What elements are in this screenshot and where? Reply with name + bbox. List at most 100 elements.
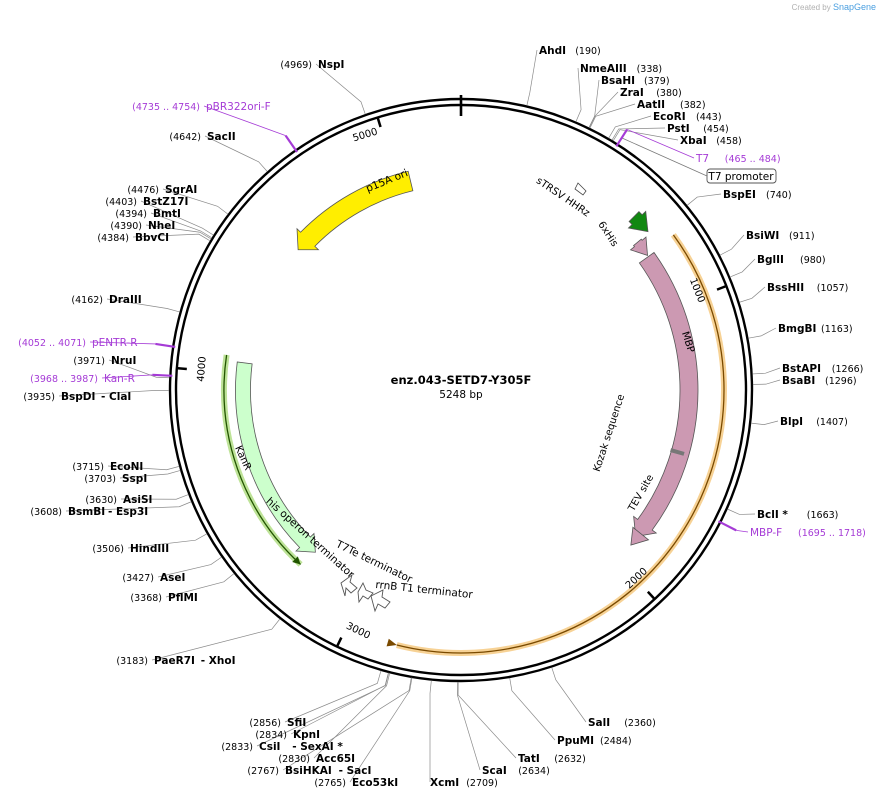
enzyme-position: (4394) <box>115 209 147 220</box>
tick-label: 5000 <box>351 126 379 144</box>
primer-name: pBR322ori-F <box>206 101 271 113</box>
enzyme-paer7i: PaeR7I(3183)- XhoI <box>116 655 235 667</box>
enzyme-position: (4969) <box>280 60 312 71</box>
enzyme-leader-bstapi <box>752 367 781 375</box>
enzyme-leader-bsiwi <box>719 234 745 256</box>
enzyme-position: (1057) <box>817 283 849 294</box>
enzyme-ahdi: AhdI(190) <box>539 45 601 57</box>
feature-label-rrnb: rrnB T1 terminator <box>375 579 474 601</box>
kan-line <box>223 354 302 565</box>
enzyme-leader-sgrai <box>162 188 229 215</box>
enzyme-name: HindIII <box>130 543 169 555</box>
primer-mark-pbr322ori-f <box>284 134 298 153</box>
enzyme-nmeaiii: NmeAIII(338) <box>580 63 662 75</box>
primer-pentr-r: pENTR-R(4052 .. 4071) <box>18 337 137 349</box>
labels: AhdI(190)NmeAIII(338)BsaHI(379)ZraI(380)… <box>18 45 866 789</box>
enzyme-position: (2856) <box>249 718 281 729</box>
enzyme-asisi: AsiSI(3630) <box>85 494 152 506</box>
enzyme-name: NmeAIII <box>580 63 627 75</box>
enzyme-position: (3715) <box>72 462 104 473</box>
enzyme-name: BsiWI <box>746 230 779 242</box>
enzyme-position: (380) <box>656 88 682 99</box>
enzyme-tati: TatI(2632) <box>518 753 586 765</box>
enzyme-nrui: NruI(3971) <box>73 355 136 367</box>
enzyme-leader-ecori <box>608 115 652 139</box>
feature-strsv-hhrz <box>627 210 649 233</box>
enzyme-leader-aatii <box>589 103 636 129</box>
primer-t7: T7(465 .. 484) <box>695 153 781 165</box>
enzyme-extra: - XhoI <box>201 655 236 667</box>
enzyme-leader-sali <box>551 667 587 723</box>
enzyme-name: Acc65I <box>316 753 355 765</box>
primer-mbp-f: MBP-F (1695 .. 1718) <box>750 527 866 539</box>
enzyme-name: BspDI <box>61 391 95 403</box>
enzyme-name: BsiHKAI <box>285 765 332 777</box>
enzyme-name: DraIII <box>109 294 142 306</box>
enzyme-leader-ppumi <box>509 677 556 741</box>
enzyme-name: NspI <box>318 59 344 71</box>
enzyme-aatii: AatII(382) <box>637 99 706 111</box>
enzyme-econi: EcoNI(3715) <box>72 461 143 473</box>
primer-name: MBP-F <box>750 527 782 539</box>
enzyme-bspei: BspEI (740) <box>723 189 792 201</box>
enzyme-position: (4390) <box>110 221 142 232</box>
credit: Created by SnapGene <box>792 2 876 12</box>
enzyme-position: (2360) <box>624 718 656 729</box>
enzyme-position: (3935) <box>23 392 55 403</box>
label-lines <box>58 49 781 783</box>
enzyme-name: XcmI <box>430 777 459 789</box>
primer-position: (4735 .. 4754) <box>132 102 200 113</box>
tick-1000 <box>716 285 726 291</box>
enzyme-position: (2767) <box>247 766 279 777</box>
enzyme-position: (3971) <box>73 356 105 367</box>
enzyme-ecori: EcoRI(443) <box>653 111 722 123</box>
enzyme-leader-bsabi <box>752 379 781 385</box>
enzyme-position: (2834) <box>255 730 287 741</box>
feature-label-strsv: sTRSV HHRz <box>534 176 591 220</box>
enzyme-leader-pflmi <box>165 573 235 598</box>
enzyme-leader-acc65i <box>313 673 391 759</box>
enzyme-leader-bglii <box>730 258 756 278</box>
primer-name: T7 <box>695 153 709 165</box>
enzyme-leader-bsahi <box>588 79 600 128</box>
enzyme-position: (3703) <box>84 474 116 485</box>
primer-leader-pentr-r <box>89 341 156 345</box>
enzyme-position: (3368) <box>130 593 162 604</box>
primer-position: (1695 .. 1718) <box>798 528 866 539</box>
enzyme-name: SgrAI <box>165 184 197 196</box>
enzyme-position: (2484) <box>600 736 632 747</box>
enzyme-leader-eco53ki <box>349 677 413 783</box>
enzyme-leader-paer7i <box>151 618 281 661</box>
enzyme-bsmbi: BsmBI(3608)- Esp3I <box>30 506 148 518</box>
cds-line <box>396 234 725 654</box>
enzyme-position: (740) <box>766 190 792 201</box>
primer-mark-pentr-r <box>155 342 176 348</box>
enzyme-leader-bmgbi <box>748 327 777 339</box>
enzyme-leader-bsmbi <box>65 501 192 512</box>
primer-leader-kan-r <box>101 374 153 379</box>
enzyme-name: XbaI <box>680 135 707 147</box>
enzyme-name: BssHII <box>767 282 804 294</box>
enzyme-extra: - Esp3I <box>108 506 148 518</box>
feature-kanr <box>235 361 316 553</box>
enzyme-position: (382) <box>680 100 706 111</box>
enzyme-pflmi: PflMI(3368) <box>130 592 197 604</box>
enzyme-name: BmtI <box>153 208 181 220</box>
primer-mark-kan-r <box>152 373 173 377</box>
enzyme-xcmi: XcmI (2709) <box>430 777 498 789</box>
enzyme-leader-kpni <box>290 672 389 735</box>
feature-lac-marker <box>574 182 587 196</box>
enzyme-scai: ScaI(2634) <box>482 765 550 777</box>
enzyme-sacii: SacII(4642) <box>169 131 235 143</box>
enzyme-name: EcoRI <box>653 111 686 123</box>
enzyme-kpni: KpnI(2834) <box>255 729 320 741</box>
enzyme-position: (3183) <box>116 656 148 667</box>
enzyme-leader-sspi <box>119 470 181 479</box>
enzyme-name: BspEI <box>723 189 756 201</box>
enzyme-position: (2709) <box>466 778 498 789</box>
enzyme-leader-nspi <box>315 63 366 115</box>
tick-label: 3000 <box>344 621 372 642</box>
enzyme-name: BclI * <box>757 509 788 521</box>
enzyme-position: (4162) <box>71 295 103 306</box>
enzyme-name: AhdI <box>539 45 566 57</box>
